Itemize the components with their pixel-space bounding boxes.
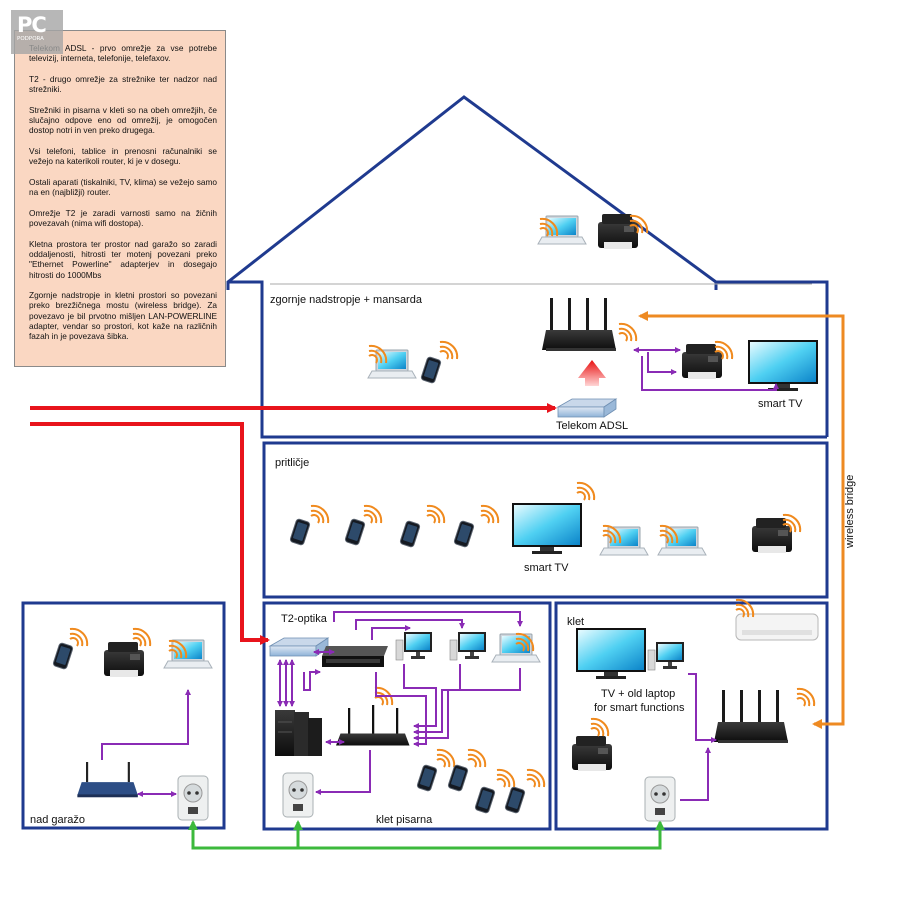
powerline-line — [188, 820, 665, 850]
wifi-icon — [69, 627, 89, 647]
office-desktop-2 — [449, 631, 487, 661]
ground-phone-3 — [399, 519, 421, 549]
note-paragraph: T2 - drugo omrežje za strežnike ter nadz… — [29, 73, 217, 95]
wifi-icon — [467, 748, 487, 768]
basement-tv-label-line2: for smart functions — [594, 702, 685, 714]
garage-powerline-adapter — [177, 775, 209, 821]
note-paragraph: Vsi telefoni, tablice in prenosni računa… — [29, 145, 217, 167]
garage-laptop — [163, 639, 213, 669]
garage-phone — [52, 641, 74, 671]
wifi-icon — [426, 504, 446, 524]
note-paragraph: Zgornje nadstropje in kletni prostori so… — [29, 290, 217, 342]
room-label-ground: pritličje — [275, 457, 309, 469]
adsl-modem — [557, 398, 617, 418]
ground-phone-2 — [344, 517, 366, 547]
wifi-icon — [310, 504, 330, 524]
office-desktop-1 — [395, 631, 433, 661]
room-garage — [21, 601, 226, 830]
wifi-icon — [436, 748, 456, 768]
office-phone-4 — [504, 785, 526, 815]
wifi-icon — [796, 687, 816, 707]
basement-lan-links — [680, 673, 717, 801]
adsl-uplink-arrow — [578, 360, 606, 386]
wifi-icon — [526, 768, 546, 788]
t2-modem — [269, 637, 329, 657]
ground-smart-tv — [512, 503, 582, 554]
note-paragraph: Omrežje T2 je zaradi varnosti samo na ži… — [29, 207, 217, 229]
bridge-label: wireless bridge — [844, 475, 856, 549]
basement-old-laptop — [647, 641, 685, 671]
house-structure — [21, 95, 829, 831]
basement-powerline-adapter — [644, 776, 676, 822]
upper-printer — [682, 344, 722, 379]
basement-printer — [572, 736, 612, 771]
air-conditioner — [735, 613, 819, 641]
upper-phone — [420, 355, 442, 385]
room-label-basement: klet — [567, 616, 584, 628]
wifi-icon — [496, 768, 516, 788]
wifi-icon — [363, 504, 383, 524]
upper-router — [542, 298, 616, 351]
note-paragraph: Kletna prostora ter prostor nad garažo s… — [29, 238, 217, 280]
ground-phone-4 — [453, 519, 475, 549]
network-switch — [322, 646, 388, 667]
room-label-garage: nad garažo — [30, 814, 85, 826]
room-ground — [262, 441, 829, 599]
logo-text: PC — [17, 13, 47, 37]
wifi-icon — [480, 504, 500, 524]
wifi-icon — [576, 481, 596, 501]
office-phone-3 — [474, 785, 496, 815]
basement-tv — [576, 628, 646, 679]
note-paragraph: Ostali aparati (tiskalniki, TV, klima) s… — [29, 176, 217, 198]
t2-line — [30, 422, 270, 645]
office-phone-1 — [416, 763, 438, 793]
t2-label: T2-optika — [281, 613, 328, 625]
office-server — [275, 710, 322, 756]
upper-smart-tv — [748, 340, 818, 391]
description-note: Telekom ADSL - prvo omrežje za vse potre… — [14, 30, 226, 367]
wifi-icon — [439, 340, 459, 360]
wireless-bridge-line — [638, 311, 845, 729]
basement-tv-label-line1: TV + old laptop — [601, 688, 675, 700]
upper-tv-label: smart TV — [758, 398, 803, 410]
office-router — [336, 705, 410, 746]
upper-laptop — [367, 349, 417, 379]
office-lan-links — [277, 611, 523, 795]
garage-printer — [104, 642, 144, 677]
pc-logo: PC PODPORA — [11, 10, 63, 54]
office-phone-2 — [447, 763, 469, 793]
note-paragraph: Strežniki in pisarna v kleti so na obeh … — [29, 104, 217, 136]
room-label-office: klet pisarna — [376, 814, 433, 826]
attic-printer — [598, 214, 638, 249]
adsl-label: Telekom ADSL — [556, 420, 628, 432]
note-paragraph: Telekom ADSL - prvo omrežje za vse potre… — [29, 43, 217, 64]
ground-phone-1 — [289, 517, 311, 547]
basement-router — [714, 690, 788, 743]
ground-tv-label: smart TV — [524, 562, 569, 574]
room-label-upper: zgornje nadstropje + mansarda — [270, 294, 423, 306]
attic-laptop — [537, 215, 587, 245]
wifi-icon — [618, 322, 638, 342]
garage-router — [77, 762, 138, 798]
wifi-icon — [590, 717, 610, 737]
logo-subtext: PODPORA — [17, 36, 44, 42]
office-powerline-adapter — [282, 772, 314, 818]
